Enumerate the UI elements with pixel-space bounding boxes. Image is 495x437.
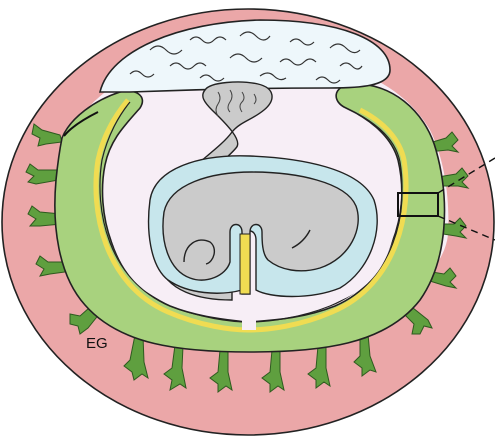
label-eg: EG xyxy=(86,335,108,352)
yellow-central-stalk xyxy=(240,234,250,294)
